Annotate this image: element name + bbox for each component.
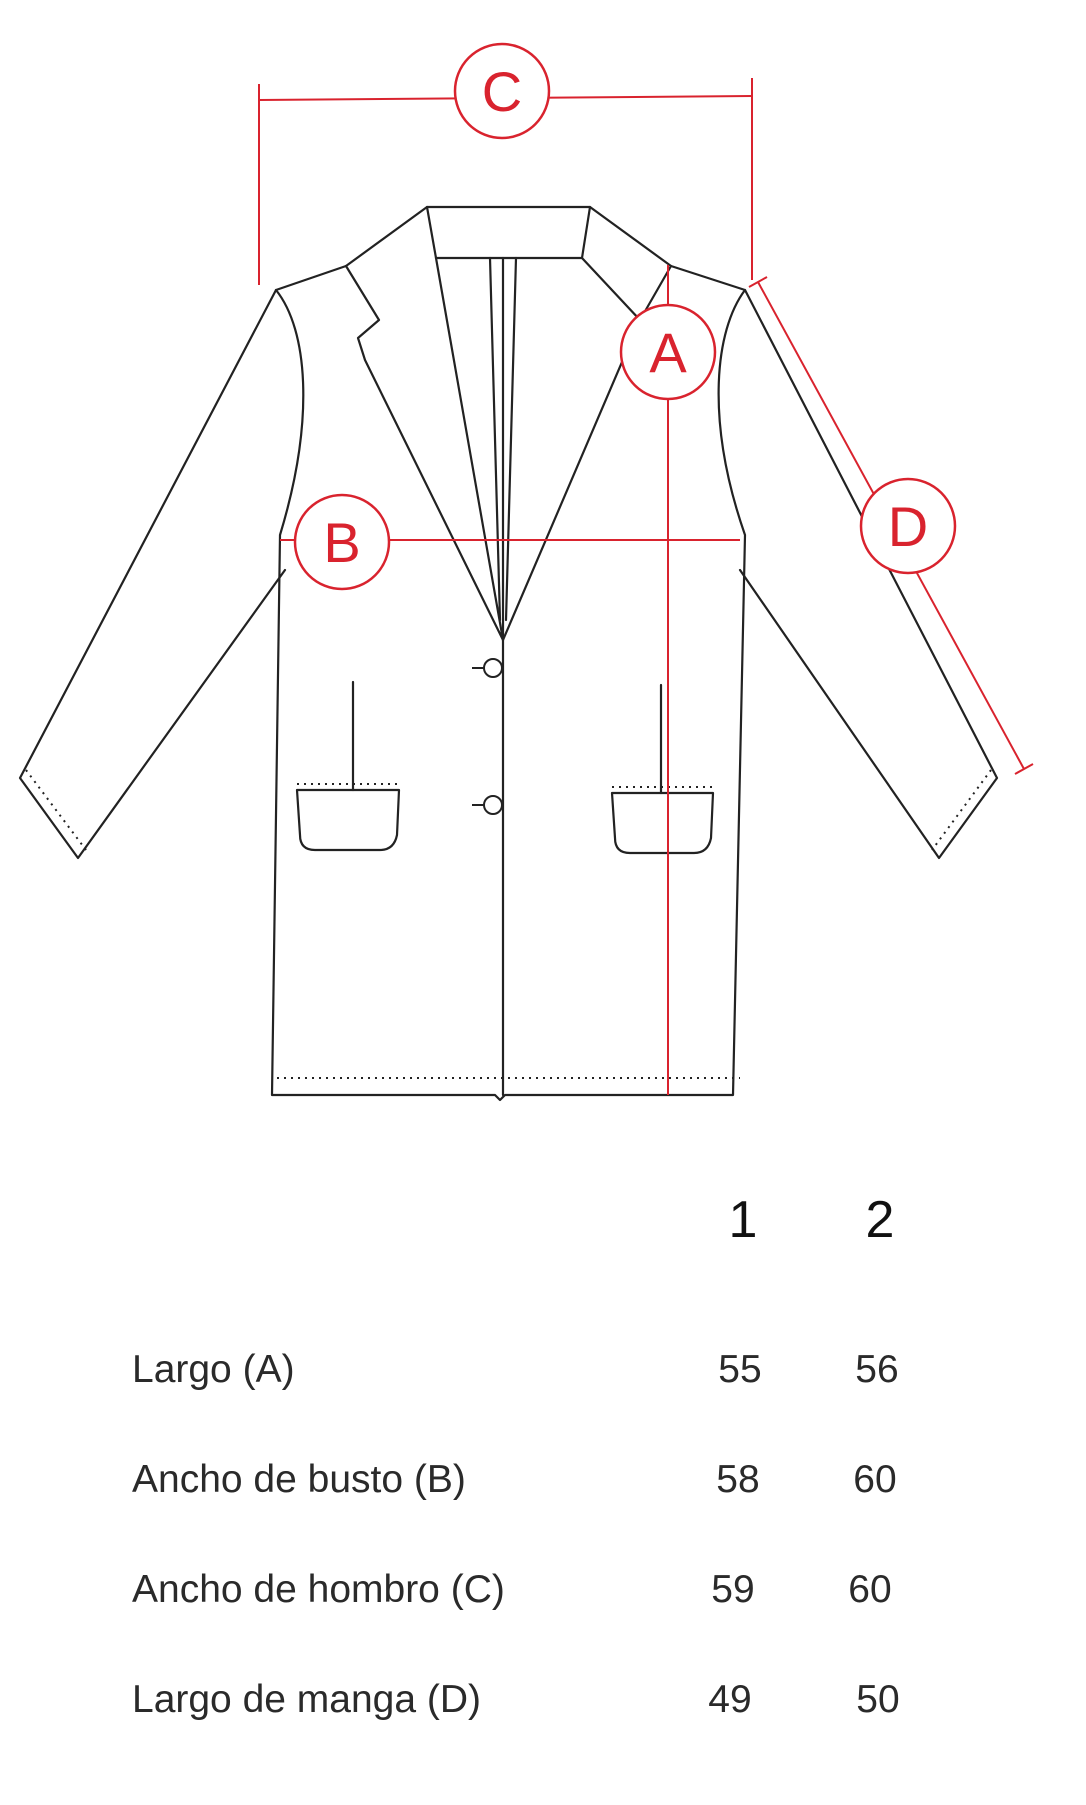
right-sleeve <box>738 288 999 860</box>
label-c-text: C <box>482 60 522 123</box>
jacket-body <box>270 205 747 1102</box>
row-value: 60 <box>848 1568 892 1611</box>
jacket-outline <box>18 205 999 1102</box>
label-a-text: A <box>649 321 687 384</box>
button-bottom <box>483 795 503 815</box>
size-header-2: 2 <box>865 1191 895 1249</box>
label-d-text: D <box>888 495 928 558</box>
row-value: 55 <box>718 1348 762 1391</box>
label-d: D <box>859 477 957 575</box>
row-label-busto: Ancho de busto (B) <box>132 1458 466 1501</box>
right-pocket <box>610 791 715 855</box>
row-label-manga: Largo de manga (D) <box>132 1678 482 1721</box>
label-b-text: B <box>323 511 360 574</box>
stitching <box>25 769 992 1079</box>
measure-lines <box>258 78 1034 1095</box>
jacket-measurement-diagram: C A B D <box>18 42 1034 1102</box>
button-top <box>483 658 503 678</box>
size-header-1: 1 <box>728 1191 758 1249</box>
collar-band <box>425 205 592 260</box>
center-fold <box>488 256 518 1097</box>
label-a: A <box>619 303 717 401</box>
row-label-largo: Largo (A) <box>132 1348 295 1391</box>
left-sleeve <box>18 288 287 860</box>
label-c: C <box>453 42 551 140</box>
jacket-buttons <box>472 658 503 815</box>
label-b: B <box>293 493 391 591</box>
row-value: 49 <box>708 1678 752 1721</box>
row-value: 58 <box>716 1458 760 1501</box>
left-pocket <box>295 788 401 852</box>
row-value: 59 <box>711 1568 755 1611</box>
row-value: 56 <box>855 1348 899 1391</box>
row-value: 50 <box>856 1678 900 1721</box>
left-lapel <box>344 256 505 642</box>
row-label-hombro: Ancho de hombro (C) <box>132 1568 505 1611</box>
row-value: 60 <box>853 1458 897 1501</box>
